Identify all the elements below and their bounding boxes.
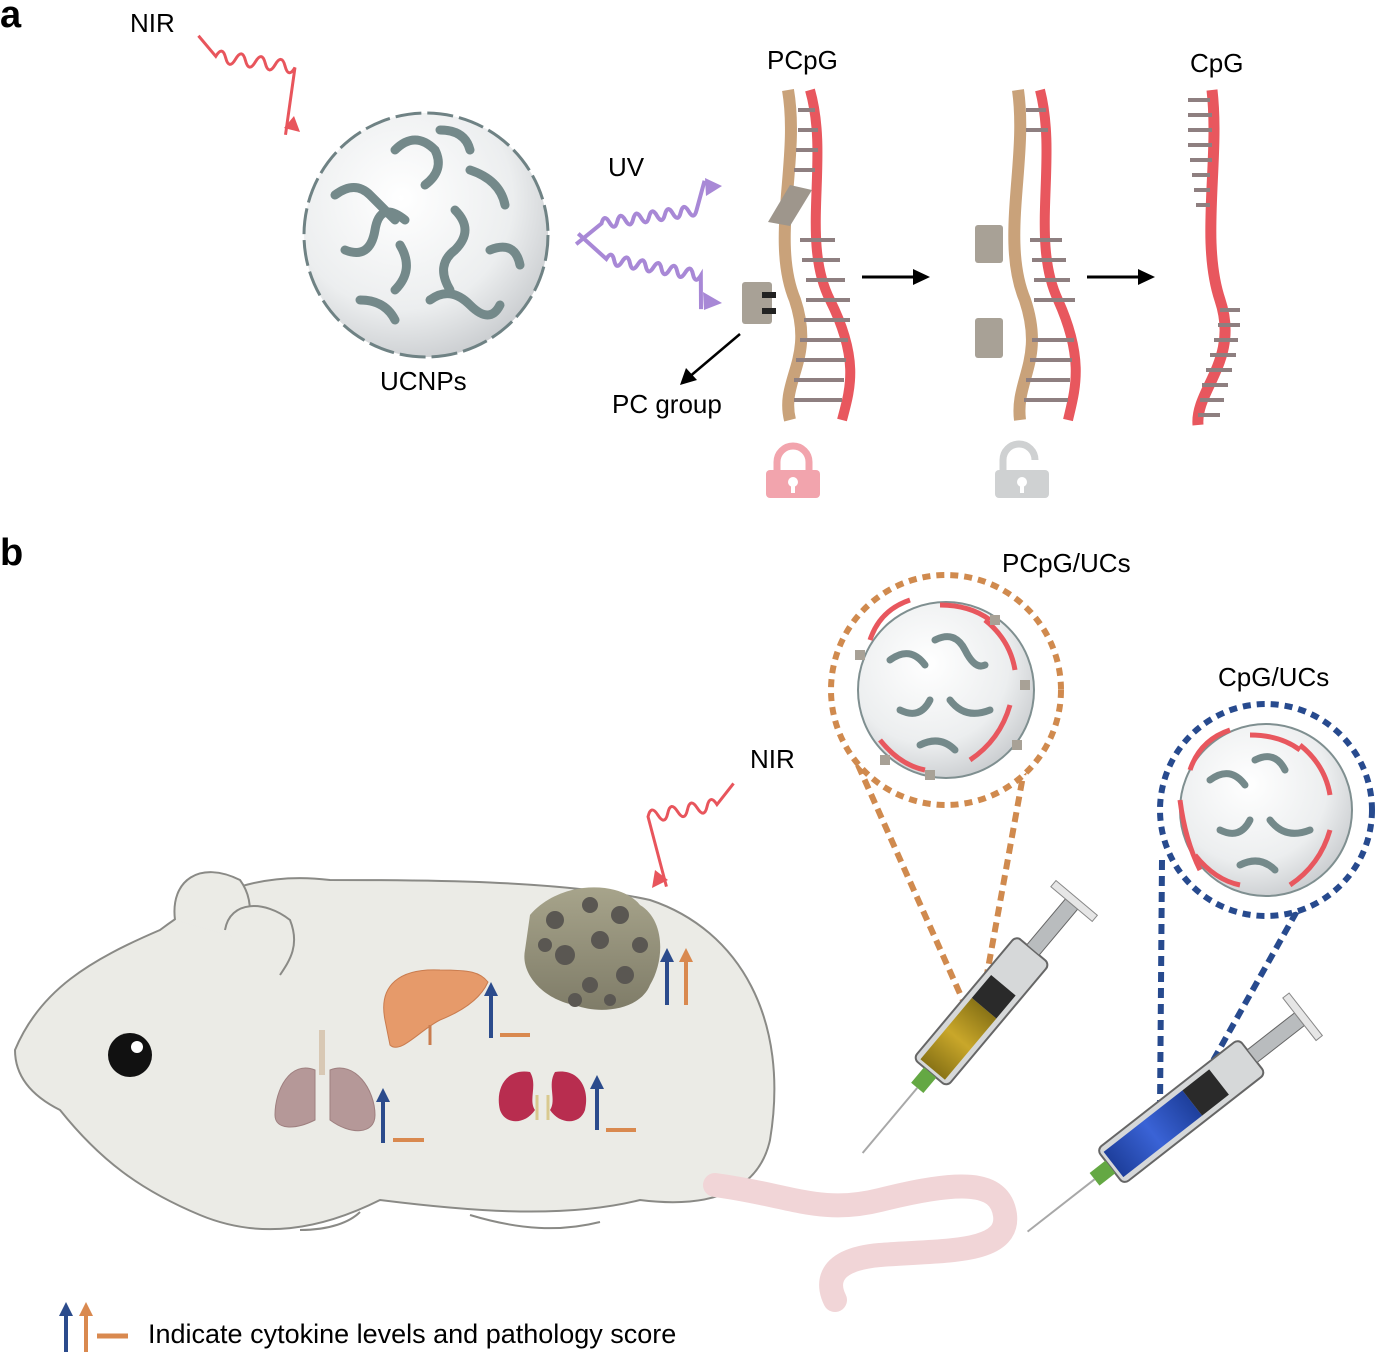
mouse-icon (13, 871, 776, 1231)
pc-group-pointer (680, 333, 741, 385)
nir-wave-icon-a (197, 34, 300, 136)
panel-b-letter: b (0, 532, 24, 574)
mouse-tail (703, 1173, 1018, 1312)
liver-icon (383, 969, 489, 1048)
cleaving-dna-strand (975, 88, 1081, 422)
process-arrow-1 (862, 269, 930, 285)
pcpg-label: PCpG (767, 45, 838, 75)
cpg-label: CpG (1190, 48, 1244, 78)
cpg-ucs-label: CpG/UCs (1218, 662, 1330, 692)
syringe-icon-cpg (1026, 992, 1324, 1233)
pcpg-dna-strand (742, 88, 856, 422)
pcpg-ucs-label: PCpG/UCs (1002, 548, 1131, 578)
panel-a-nir-label: NIR (130, 8, 175, 38)
panel-a-uv-label: UV (608, 152, 645, 182)
pc-group-label: PC group (612, 389, 722, 419)
panel-a-letter: a (0, 0, 22, 36)
ucnp-sphere-a (302, 111, 550, 359)
legend-icons (59, 1302, 128, 1352)
nir-wave-icon-b (646, 782, 735, 888)
syringe-icon-pcpg (861, 879, 1099, 1154)
uv-wave-icon-lower (576, 232, 722, 310)
pcpg-ucs-zoom (828, 572, 1064, 1007)
kidney-icon (498, 1071, 587, 1122)
liver-indicator (484, 982, 530, 1038)
cpg-single-strand (1188, 89, 1240, 426)
ucnps-label: UCNPs (380, 366, 467, 396)
uv-wave-icon-upper (574, 178, 722, 246)
process-arrow-2 (1087, 269, 1155, 285)
lung-indicator (376, 1088, 424, 1143)
cpg-ucs-zoom (1157, 701, 1375, 1111)
lock-icon (766, 442, 820, 498)
lung-icon (274, 1030, 376, 1132)
unlock-icon (995, 440, 1049, 498)
panel-b-nir-label: NIR (750, 744, 795, 774)
tumor-indicator (660, 948, 693, 1005)
legend-text: Indicate cytokine levels and pathology s… (148, 1319, 677, 1349)
tumor-icon (524, 887, 661, 1010)
kidney-indicator (590, 1075, 636, 1132)
